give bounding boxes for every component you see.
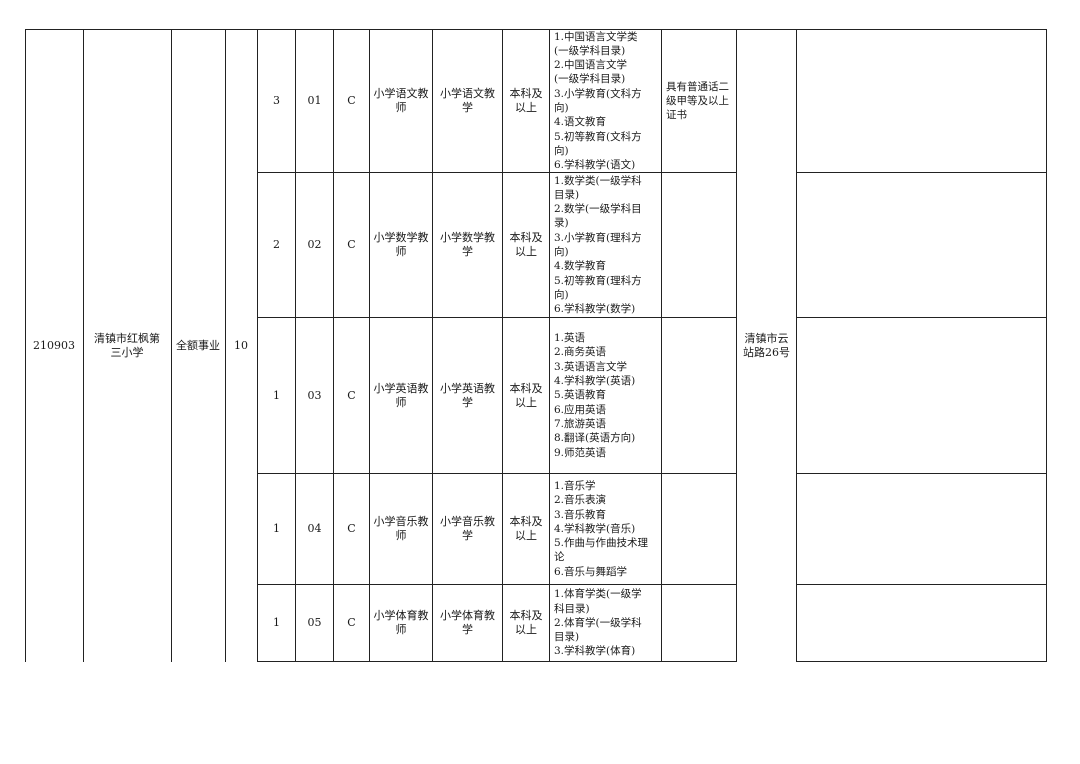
- requirements-cell: [662, 585, 736, 661]
- requirements-cell: [662, 173, 736, 317]
- education-cell: 本科及以上: [509, 609, 543, 636]
- subject-cell: 小学音乐教学: [440, 515, 495, 542]
- position-code-cell: 02: [307, 238, 322, 251]
- grid-line: [796, 172, 1047, 173]
- total-count-cell: 10: [234, 338, 248, 352]
- position-code-cell: 04: [307, 522, 322, 535]
- position-count-cell: 1: [273, 522, 280, 535]
- grid-line: [432, 29, 433, 662]
- requirements-cell: [662, 318, 736, 473]
- grid-line: [1046, 29, 1047, 662]
- grid-line: [257, 317, 737, 318]
- category-cell: C: [347, 388, 356, 402]
- grid-line: [83, 29, 84, 662]
- grid-line: [736, 29, 737, 662]
- majors-cell: 1.英语 2.商务英语 3.英语语言文学 4.学科教学(英语) 5.英语教育 6…: [554, 332, 636, 459]
- education-cell: 本科及以上: [509, 87, 543, 114]
- grid-line: [257, 584, 737, 585]
- grid-line: [661, 29, 662, 662]
- grid-line: [796, 317, 1047, 318]
- grid-line: [257, 172, 737, 173]
- unit-name-cell: 清镇市红枫第三小学: [94, 331, 160, 359]
- remarks-cell: [797, 173, 1046, 317]
- grid-line: [502, 29, 503, 662]
- majors-cell: 1.中国语言文学类 (一级学科目录) 2.中国语言文学 (一级学科目录) 3.小…: [554, 30, 642, 172]
- grid-line: [25, 29, 1047, 30]
- position-code-cell: 03: [307, 388, 322, 402]
- position-title-cell: 小学体育教师: [373, 609, 429, 636]
- majors-cell: 1.体育学类(一级学 科目录) 2.体育学(一级学科 目录) 3.学科教学(体育…: [554, 588, 642, 658]
- grid-line: [257, 661, 737, 662]
- grid-line: [369, 29, 370, 662]
- position-title-cell: 小学数学教师: [373, 231, 429, 258]
- grid-line: [225, 29, 226, 662]
- address-cell: 清镇市云站路26号: [743, 331, 790, 359]
- category-cell: C: [347, 94, 356, 107]
- majors-cell: 1.音乐学 2.音乐表演 3.音乐教育 4.学科教学(音乐) 5.作曲与作曲技术…: [554, 479, 649, 578]
- position-count-cell: 1: [273, 388, 280, 402]
- requirements-cell: [662, 474, 736, 584]
- grid-line: [796, 473, 1047, 474]
- grid-line: [796, 661, 1047, 662]
- unit-code-cell: 210903: [33, 338, 75, 352]
- education-cell: 本科及以上: [509, 381, 543, 409]
- remarks-cell: [797, 474, 1046, 584]
- grid-line: [171, 29, 172, 662]
- subject-cell: 小学英语教学: [440, 381, 495, 409]
- funding-type-cell: 全额事业: [176, 338, 220, 352]
- remarks-cell: [797, 318, 1046, 473]
- grid-line: [796, 29, 797, 662]
- grid-line: [549, 29, 550, 662]
- subject-cell: 小学体育教学: [440, 609, 495, 636]
- grid-line: [295, 29, 296, 662]
- position-title-cell: 小学音乐教师: [373, 515, 429, 542]
- position-count-cell: 2: [273, 238, 280, 251]
- grid-line: [25, 29, 26, 662]
- requirements-cell: 具有普通话二级甲等及以上证书: [666, 81, 729, 121]
- grid-line: [257, 473, 737, 474]
- remarks-cell: [797, 585, 1046, 661]
- position-code-cell: 05: [307, 616, 322, 629]
- category-cell: C: [347, 238, 356, 251]
- education-cell: 本科及以上: [509, 231, 543, 258]
- grid-line: [257, 29, 258, 662]
- position-title-cell: 小学语文教师: [373, 87, 429, 114]
- position-count-cell: 1: [273, 616, 280, 629]
- category-cell: C: [347, 522, 356, 535]
- position-count-cell: 3: [273, 94, 280, 107]
- remarks-cell: [797, 30, 1046, 172]
- grid-line: [333, 29, 334, 662]
- position-title-cell: 小学英语教师: [373, 381, 429, 409]
- subject-cell: 小学数学教学: [440, 231, 495, 258]
- category-cell: C: [347, 616, 356, 629]
- subject-cell: 小学语文教学: [440, 87, 495, 114]
- education-cell: 本科及以上: [509, 515, 543, 542]
- grid-line: [796, 584, 1047, 585]
- majors-cell: 1.数学类(一级学科 目录) 2.数学(一级学科目 录) 3.小学教育(理科方 …: [554, 174, 642, 316]
- position-code-cell: 01: [307, 94, 322, 107]
